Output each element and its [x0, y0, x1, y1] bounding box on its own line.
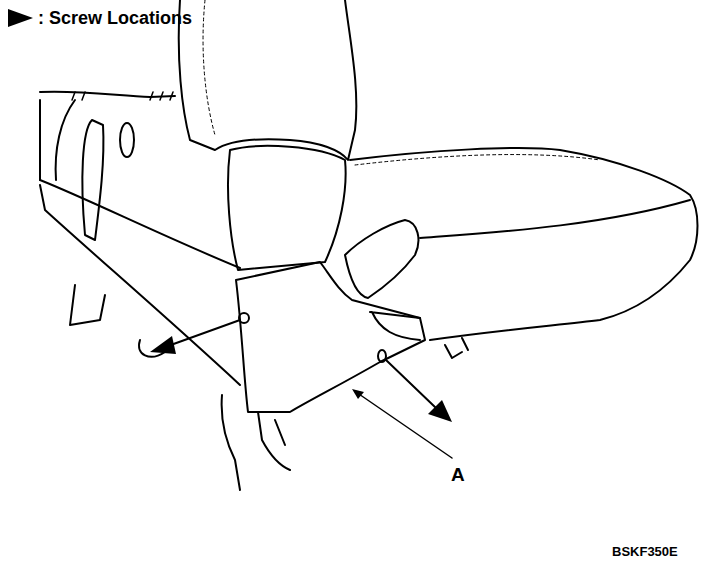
seam	[203, 0, 215, 135]
seat-back-edge	[40, 92, 175, 97]
screw-hole	[239, 313, 249, 323]
side-cover	[236, 262, 425, 412]
strap	[82, 120, 103, 240]
rail	[222, 395, 290, 490]
part-callout: A	[451, 465, 465, 484]
screw-arrow-line	[168, 320, 240, 346]
hinge-cover-top	[228, 146, 346, 270]
leader-line	[356, 392, 452, 458]
center-back	[179, 0, 357, 160]
screw-arrow-line	[386, 360, 436, 408]
bracket	[70, 285, 105, 325]
cushion-right	[350, 148, 698, 340]
lever	[345, 220, 418, 298]
stitch-line	[355, 155, 600, 165]
arrow-symbol	[8, 9, 33, 27]
foot	[445, 338, 468, 358]
seat-back-hole	[120, 123, 134, 157]
figure-code: BSKF350E	[612, 545, 678, 558]
legend-text: : Screw Locations	[38, 9, 192, 27]
cover-recess	[370, 312, 420, 340]
cushion-left	[40, 180, 240, 268]
screw-arrowhead	[150, 336, 176, 354]
leader-arrowhead	[352, 389, 364, 399]
frame-line	[40, 185, 240, 385]
seat-back-side	[40, 100, 75, 180]
stitching	[72, 92, 173, 100]
cushion-seam	[420, 200, 690, 238]
screw-hole	[378, 350, 386, 362]
screw-arrowhead	[428, 400, 452, 422]
